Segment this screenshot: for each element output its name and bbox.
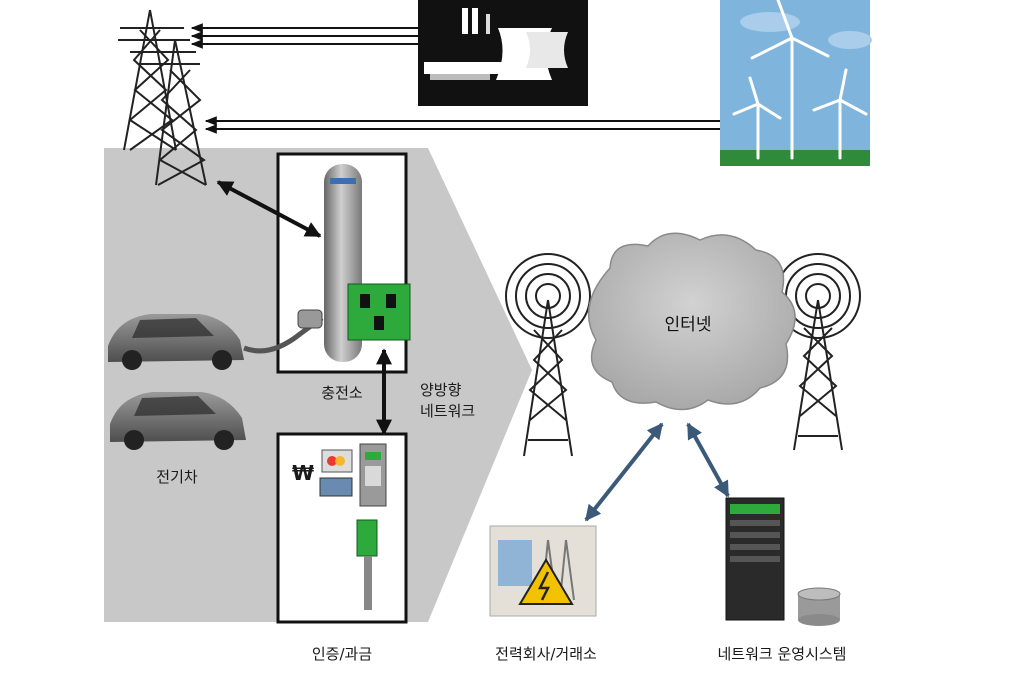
cell-tower-icon [505,253,591,457]
cloud-power-company-arrow [584,422,664,522]
tower-charger-arrow [216,180,322,238]
server-rack-icon [725,497,785,621]
cloud-icon [587,232,796,411]
ev-zone-panel [104,148,532,622]
charging-station-label: 충전소 [321,384,363,402]
database-icon [797,587,841,626]
payment-kiosk-icon [319,443,387,610]
internet-label: 인터넷 [664,315,712,335]
charging-plug [297,309,323,329]
high-voltage-warning-icon [518,558,574,605]
power-plant-icon [418,0,588,106]
power-outlet-icon [347,283,411,341]
transmission-tower-icon [118,9,207,186]
wind-turbine-icon [720,0,872,166]
bidirectional-label-line2: 네트워크 [420,402,476,420]
currency-symbol: ₩ [292,461,315,485]
power-lines [190,23,720,134]
cell-tower-icon [775,253,861,451]
auth-billing-label: 인증/과금 [311,645,373,663]
ev-label: 전기차 [156,468,198,486]
cloud-network-ops-arrow [686,422,730,498]
power-company-box [489,525,597,617]
electric-car-icon [108,314,246,450]
power-company-label: 전력회사/거래소 [495,645,597,663]
network-ops-label: 네트워크 운영시스템 [717,645,847,663]
charging-cable [243,315,324,354]
bidirectional-label-line1: 양방향 [420,381,462,399]
